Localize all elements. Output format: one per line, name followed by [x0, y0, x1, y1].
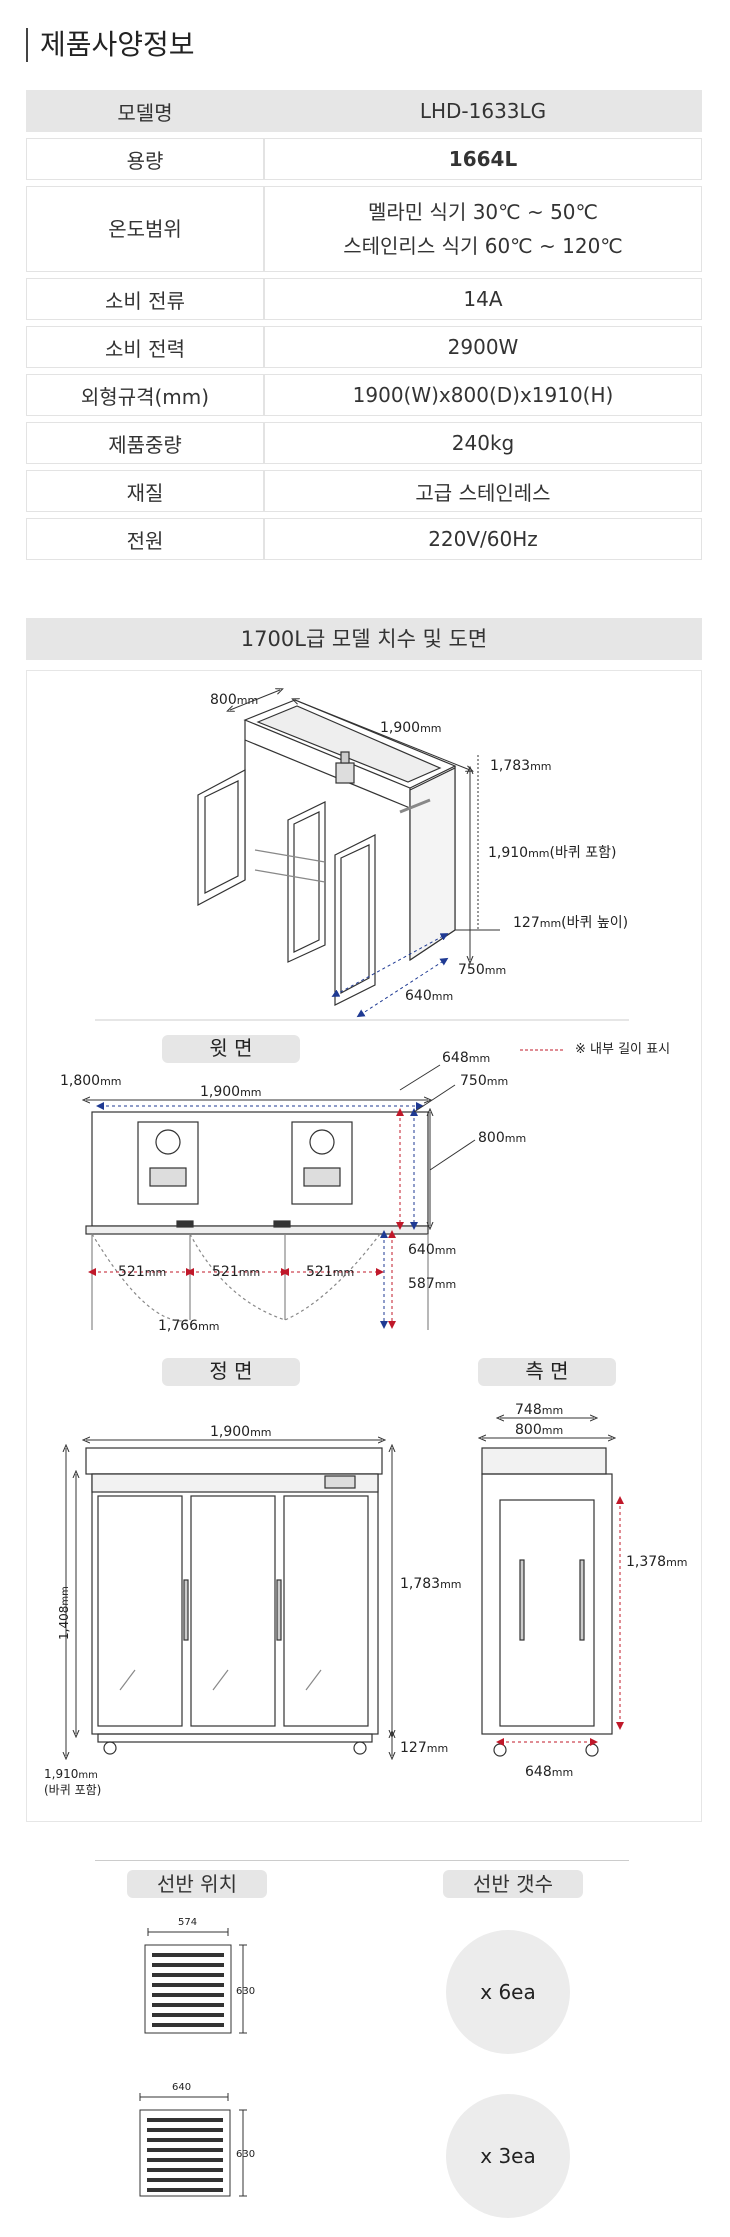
iso-dim-lines	[230, 690, 500, 960]
spec-label: 제품중량	[26, 422, 264, 464]
side-h1378-label: 1,378mm	[626, 1554, 688, 1570]
front-view-pill-label: 정 면	[209, 1359, 252, 1383]
spec-value: 1664L	[264, 138, 702, 180]
spec-value: 2900W	[264, 326, 702, 368]
side-view-dims	[482, 1418, 624, 1746]
top-d800-label: 800mm	[478, 1130, 526, 1146]
top-d750-label: 750mm	[460, 1073, 508, 1089]
front-view-pill	[162, 1358, 300, 1386]
spec-row: 외형규격(mm) 1900(W)x800(D)x1910(H)	[26, 374, 702, 416]
spec-label: 재질	[26, 470, 264, 512]
top-door1-label: 521mm	[118, 1264, 166, 1280]
spec-value: 멜라민 식기 30℃ ~ 50℃ 스테인리스 식기 60℃ ~ 120℃	[264, 186, 702, 272]
iso-depth-label: 750mm	[458, 962, 506, 978]
temp-line: 스테인리스 식기 60℃ ~ 120℃	[343, 234, 623, 258]
iso-height-label: 1,783mm	[490, 758, 552, 774]
top-w1800-label: 1,800mm	[60, 1073, 122, 1089]
front-view-dims	[66, 1440, 392, 1756]
spec-label: 온도범위	[26, 186, 264, 272]
top-door3-label: 521mm	[306, 1264, 354, 1280]
spec-label: 용량	[26, 138, 264, 180]
spec-row: 소비 전력 2900W	[26, 326, 702, 368]
top-view-pill	[162, 1035, 300, 1063]
spec-row: 제품중량 240kg	[26, 422, 702, 464]
spec-value: 1900(W)x800(D)x1910(H)	[264, 374, 702, 416]
side-d748-label: 748mm	[515, 1402, 563, 1418]
spec-label: 전원	[26, 518, 264, 560]
top-door2-label: 521mm	[212, 1264, 260, 1280]
shelf-position-pill: 선반 위치	[127, 1870, 267, 1898]
front-h127-label: 127mm	[400, 1740, 448, 1756]
top-view-dims	[86, 1064, 476, 1329]
front-wheel-label: (바퀴 포함)	[44, 1783, 101, 1797]
spec-row: 재질 고급 스테인레스	[26, 470, 702, 512]
side-view-pill-label: 측 면	[525, 1359, 568, 1383]
front-h1408-label: 1,408mm	[57, 1586, 71, 1640]
spec-label: 소비 전류	[26, 278, 264, 320]
spec-label: 모델명	[26, 90, 264, 132]
drawing-box	[26, 670, 702, 1822]
top-d587-label: 587mm	[408, 1276, 456, 1292]
spec-header-row: 모델명 LHD-1633LG	[26, 90, 702, 132]
front-w1900-label: 1,900mm	[210, 1424, 272, 1440]
side-view-pill	[478, 1358, 616, 1386]
iso-blue-dims	[331, 933, 449, 1018]
top-d640-label: 640mm	[408, 1242, 456, 1258]
side-d648-label: 648mm	[525, 1764, 573, 1780]
spec-row: 소비 전류 14A	[26, 278, 702, 320]
iso-inner-depth-label: 640mm	[405, 988, 453, 1004]
iso-length-label: 1,900mm	[380, 720, 442, 736]
side-view-body	[481, 1447, 613, 1757]
spec-table: 모델명 LHD-1633LG 용량 1664L 온도범위 멜라민 식기 30℃ …	[26, 84, 702, 566]
spec-value: LHD-1633LG	[264, 90, 702, 132]
front-h1910-label: 1,910mm	[44, 1767, 98, 1781]
shelf-count-badge: x 3ea	[446, 2094, 570, 2218]
legend-text: ※ 내부 길이 표시	[575, 1042, 670, 1057]
spec-row: 온도범위 멜라민 식기 30℃ ~ 50℃ 스테인리스 식기 60℃ ~ 120℃	[26, 186, 702, 272]
spec-row: 전원 220V/60Hz	[26, 518, 702, 560]
temp-line: 멜라민 식기 30℃ ~ 50℃	[367, 200, 598, 224]
top-d648-label: 648mm	[442, 1050, 490, 1066]
iso-cabinet	[197, 699, 457, 1006]
separator	[95, 1860, 629, 1861]
iso-width-label: 800mm	[210, 692, 258, 708]
drawing-banner: 1700L급 모델 치수 및 도면	[26, 618, 702, 660]
iso-wheel-label: 127mm(바퀴 높이)	[513, 915, 628, 931]
top-view-body	[85, 1111, 429, 1330]
front-h1783-label: 1,783mm	[400, 1576, 462, 1592]
spec-label: 소비 전력	[26, 326, 264, 368]
iso-total-height-label: 1,910mm(바퀴 포함)	[488, 845, 616, 861]
spec-value: 고급 스테인레스	[264, 470, 702, 512]
spec-label: 외형규격(mm)	[26, 374, 264, 416]
spec-value: 220V/60Hz	[264, 518, 702, 560]
side-d800-label: 800mm	[515, 1422, 563, 1438]
spec-value: 240kg	[264, 422, 702, 464]
page-title: 제품사양정보	[26, 28, 195, 62]
top-view-pill-label: 윗 면	[209, 1036, 252, 1060]
shelf-count-badge: x 6ea	[446, 1930, 570, 2054]
front-view-body	[85, 1447, 383, 1755]
top-span-label: 1,766mm	[158, 1318, 220, 1334]
spec-row: 용량 1664L	[26, 138, 702, 180]
spec-value: 14A	[264, 278, 702, 320]
top-w1900-label: 1,900mm	[200, 1084, 262, 1100]
shelf-count-pill: 선반 갯수	[443, 1870, 583, 1898]
